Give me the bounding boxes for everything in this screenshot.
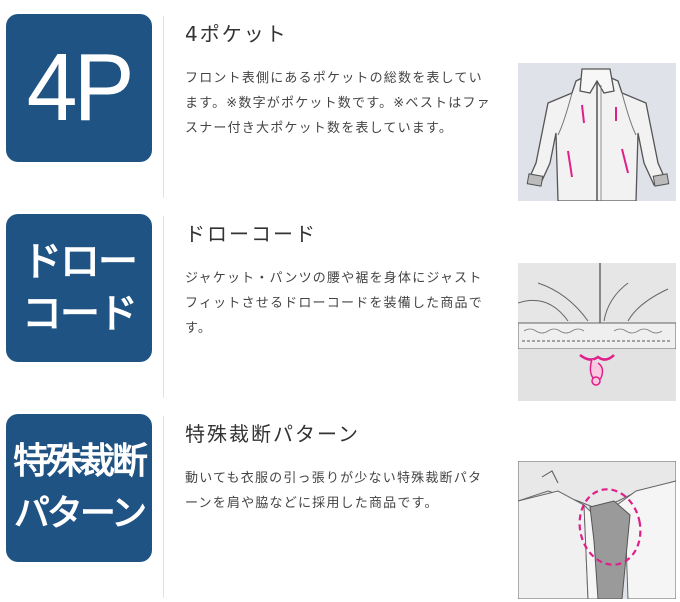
special-cut-illustration [518,461,676,599]
feature-title: 特殊裁断パターン [185,422,360,446]
badge-text-line-1: 特殊裁断 [12,441,148,482]
feature-4-pockets: 4P 4ポケット フロント表側にあるポケットの総数を表しています。※数字がポケッ… [0,8,680,201]
badge-drawcord: ドロー コード [6,214,152,362]
feature-description: 動いても衣服の引っ張りが少ない特殊裁断パターンを肩や脇などに採用した商品です。 [185,471,483,511]
badge-text-line-2: パターン [13,493,147,534]
badge-text-line-1: ドロー [22,239,138,285]
divider [163,416,164,598]
feature-special-cut: 特殊裁断 パターン 特殊裁断パターン 動いても衣服の引っ張りが少ない特殊裁断パタ… [0,408,680,599]
badge-text: 4P [27,34,135,141]
badge-special-cut: 特殊裁断 パターン [6,414,152,562]
badge-4p: 4P [6,14,152,162]
feature-description: フロント表側にあるポケットの総数を表しています。※数字がポケット数です。※ベスト… [185,71,491,136]
drawcord-illustration [518,263,676,401]
badge-text-line-2: コード [22,291,138,337]
divider [163,216,164,398]
jacket-pockets-illustration [518,63,676,201]
feature-drawcord: ドロー コード ドローコード ジャケット・パンツの腰や裾を身体にジャストフィット… [0,208,680,401]
feature-description: ジャケット・パンツの腰や裾を身体にジャストフィットさせるドローコードを装備した商… [185,271,483,336]
divider [163,16,164,198]
feature-title: ドローコード [185,222,317,246]
feature-title: 4ポケット [185,22,288,46]
